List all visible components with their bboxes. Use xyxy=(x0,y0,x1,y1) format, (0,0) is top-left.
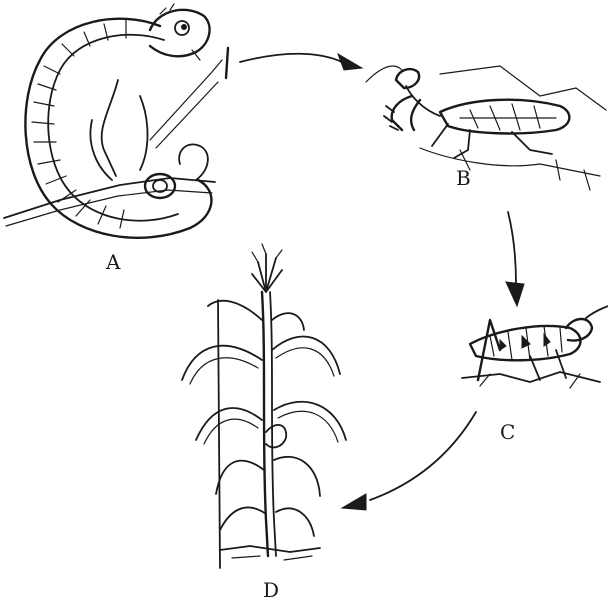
mantis-icon xyxy=(366,66,606,190)
maize-plant-icon xyxy=(182,244,346,568)
label-c: C xyxy=(500,422,515,442)
grasshopper-icon xyxy=(462,306,608,388)
label-d: D xyxy=(263,580,279,600)
arrow-b-to-c xyxy=(506,212,524,306)
chameleon-icon xyxy=(4,4,222,238)
label-b: B xyxy=(456,168,471,188)
arrow-c-to-d xyxy=(342,412,476,510)
arrow-a-to-b xyxy=(226,48,362,78)
label-a: A xyxy=(106,252,120,272)
